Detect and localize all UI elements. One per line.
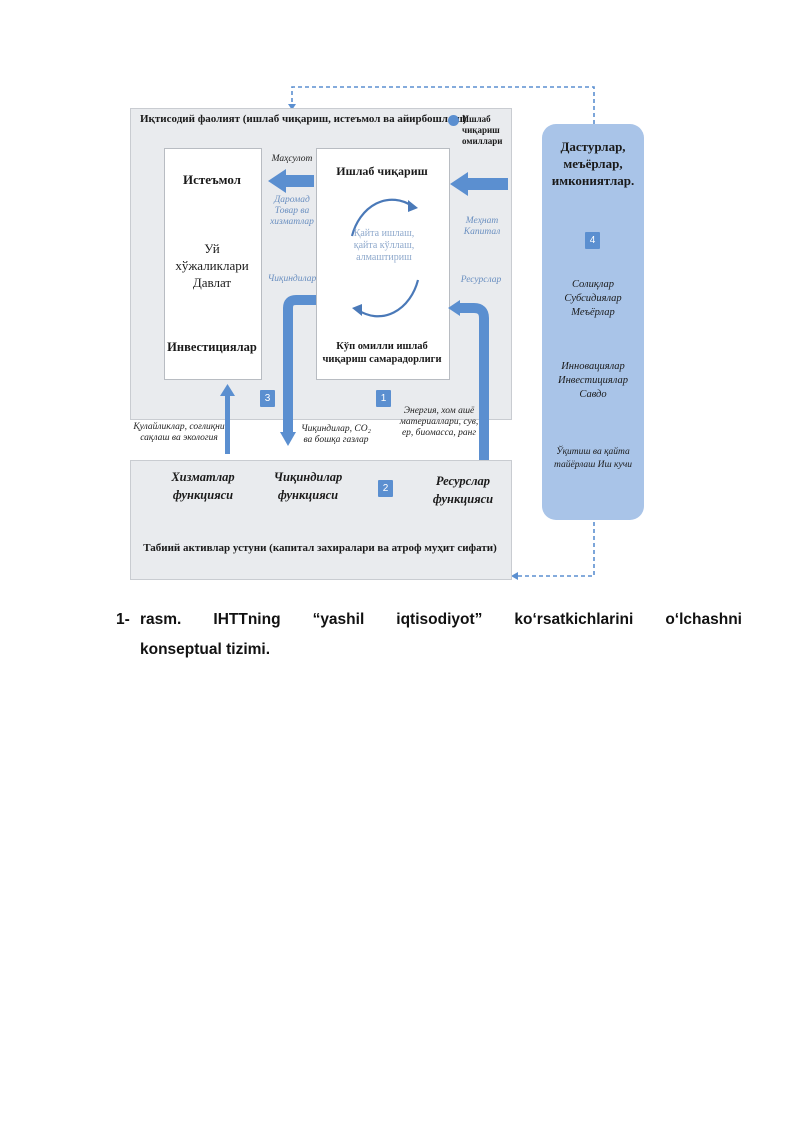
programs-group-1: Солиқлар Субсидиялар Меъёрлар — [564, 279, 622, 318]
consumption-middle: Уй хўжаликлари Давлат — [175, 241, 249, 290]
caption-line-1-words: rasm. IHTTning “yashil iqtisodiyot” ko‘r… — [140, 611, 742, 629]
economic-activity-title: Иқтисодий фаолият (ишлаб чиқариш, истеъм… — [140, 113, 467, 125]
caption-word: ko‘rsatkichlarini — [514, 611, 634, 628]
production-bottom: Кўп омилли ишлаб чиқариш самарадорлиги — [322, 341, 442, 365]
resources-function-label: Ресурслар функцияси — [432, 474, 494, 506]
amenities-label: Қулайликлар, соғлиқни сақлаш ва экология — [133, 422, 225, 443]
number-3-badge: 3 — [260, 390, 275, 407]
caption-word: rasm. — [140, 611, 182, 628]
services-function-label: Хизматлар функцияси — [171, 470, 235, 502]
flow-arrows — [220, 169, 508, 478]
inputs-label: Меҳнат Капитал — [463, 216, 501, 237]
figure-caption: 1- rasm. IHTTning “yashil iqtisodiyot” k… — [116, 611, 742, 659]
cycle-arrows-icon — [350, 198, 420, 318]
programs-group-3: Ўқитиш ва қайта тайёрлаш Иш кучи — [554, 447, 632, 470]
number-4-badge: 4 — [585, 232, 600, 249]
production-heading: Ишлаб чиқариш — [336, 164, 428, 178]
natural-assets-title: Табиий активлар устуни (капитал захирала… — [143, 542, 497, 554]
blue-dot-icon — [448, 115, 459, 126]
energy-label: Энергия, хом ашё материаллари, сув, ер, … — [399, 406, 479, 438]
caption-word: IHTTning — [213, 611, 281, 628]
consumption-bottom: Инвестициялар — [167, 340, 257, 354]
resources-label: Ресурслар — [460, 275, 502, 285]
feedback-loop-line — [288, 86, 595, 580]
caption-line-1: 1- rasm. IHTTning “yashil iqtisodiyot” k… — [116, 611, 742, 633]
caption-word: iqtisodiyot” — [396, 611, 483, 628]
caption-number: 1- — [116, 611, 130, 628]
number-1-badge: 1 — [376, 390, 391, 407]
production-factors-label: Ишлаб чиқариш омиллари — [462, 114, 503, 146]
consumption-heading: Истеъмол — [183, 172, 241, 187]
production-box — [316, 148, 450, 380]
cycle-text: Қайта ишлаш, қайта кўллаш, алмаштириш — [353, 228, 415, 263]
product-detail-label: Даромад Товар ва хизматлар — [270, 195, 314, 227]
figure: Иқтисодий фаолият (ишлаб чиқариш, истеъм… — [128, 82, 648, 582]
caption-word: “yashil — [312, 611, 365, 628]
programs-panel — [542, 124, 644, 520]
emissions-label: Чиқиндилар, CO₂ ва бошқа газлар — [301, 424, 371, 445]
waste-top-label: Чиқиндилар — [267, 274, 317, 284]
natural-assets-panel — [130, 460, 512, 580]
waste-function-label: Чиқиндилар функцияси — [273, 470, 343, 502]
programs-group-2: Инновациялар Инвестициялар Савдо — [558, 361, 628, 400]
caption-line-2: konseptual tizimi. — [140, 641, 271, 658]
caption-word: o‘lchashni — [665, 611, 742, 628]
product-label: Маҳсулот — [271, 154, 313, 164]
consumption-box — [164, 148, 262, 380]
number-2-badge: 2 — [378, 480, 393, 497]
programs-title: Дастурлар, меъёрлар, имкониятлар. — [551, 139, 635, 188]
